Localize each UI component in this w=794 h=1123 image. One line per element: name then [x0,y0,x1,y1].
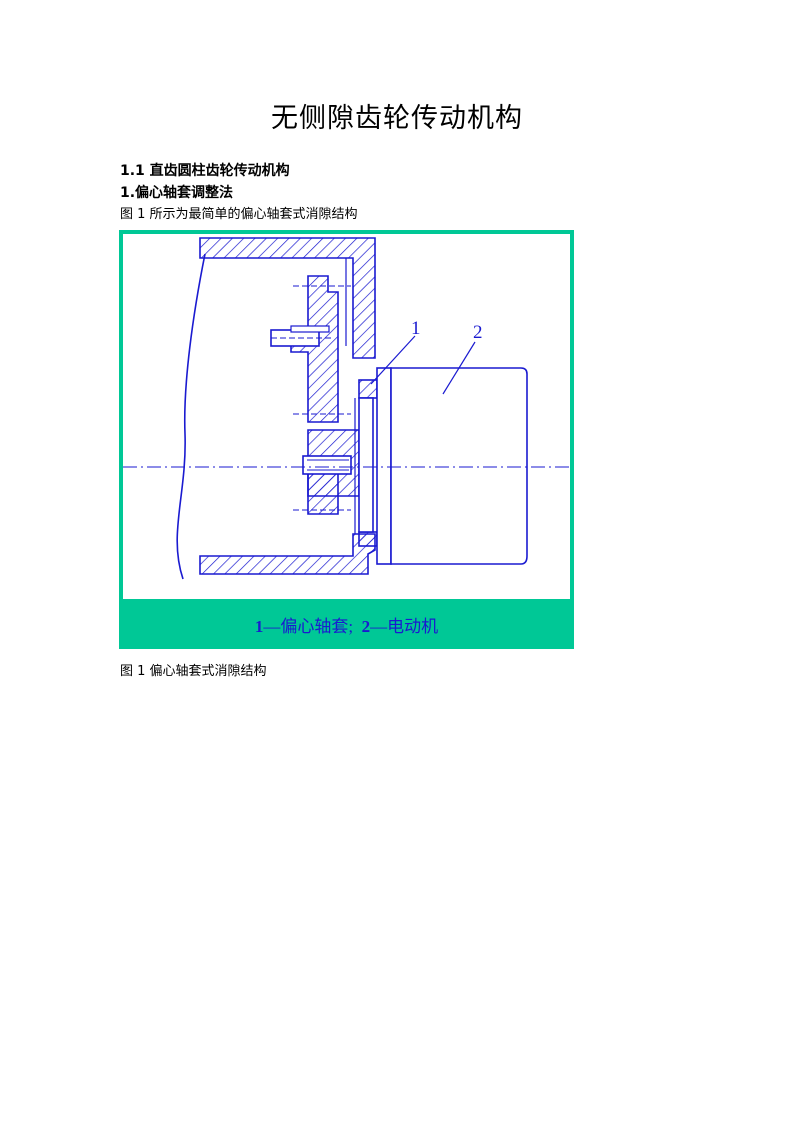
figure-legend: 1—偏心轴套; 2—电动机 [119,612,574,637]
section-heading: 1.1 直齿圆柱齿轮传动机构 [120,163,290,179]
intro-paragraph: 图 1 所示为最简单的偏心轴套式消隙结构 [120,207,358,222]
housing-left-curve [176,253,206,580]
figure-eccentric-sleeve: 1 2 1—偏心轴套; 2—电动机 [119,230,574,649]
legend-item2-number: 2 [361,617,371,636]
mechanism-drawing: 1 2 [123,237,570,580]
eccentric-sleeve-body [358,397,374,533]
legend-item1-number: 1 [254,617,264,636]
legend-item1-text: —偏心轴套; [263,617,354,636]
callout-1-leader [370,335,416,385]
callout-1-label: 1 [411,318,421,339]
motor-body [390,367,528,565]
large-gear [290,275,339,423]
figure-drawing-area: 1 2 [123,234,570,599]
page-title: 无侧隙齿轮传动机构 [271,103,523,134]
callout-2-label: 2 [473,322,483,343]
housing-bottom-wall [199,533,376,575]
legend-item2-text: —电动机 [370,617,439,636]
motor-shaft [302,455,352,475]
housing-top-wall [199,237,376,359]
eccentric-sleeve-top [358,379,378,399]
eccentric-sleeve-bottom [358,531,378,547]
upper-key [290,325,330,333]
figure-caption: 图 1 偏心轴套式消隙结构 [120,664,267,679]
motor-flange [376,367,392,565]
subsection-heading: 1.偏心轴套调整法 [120,185,234,201]
callout-2-leader [442,341,476,395]
